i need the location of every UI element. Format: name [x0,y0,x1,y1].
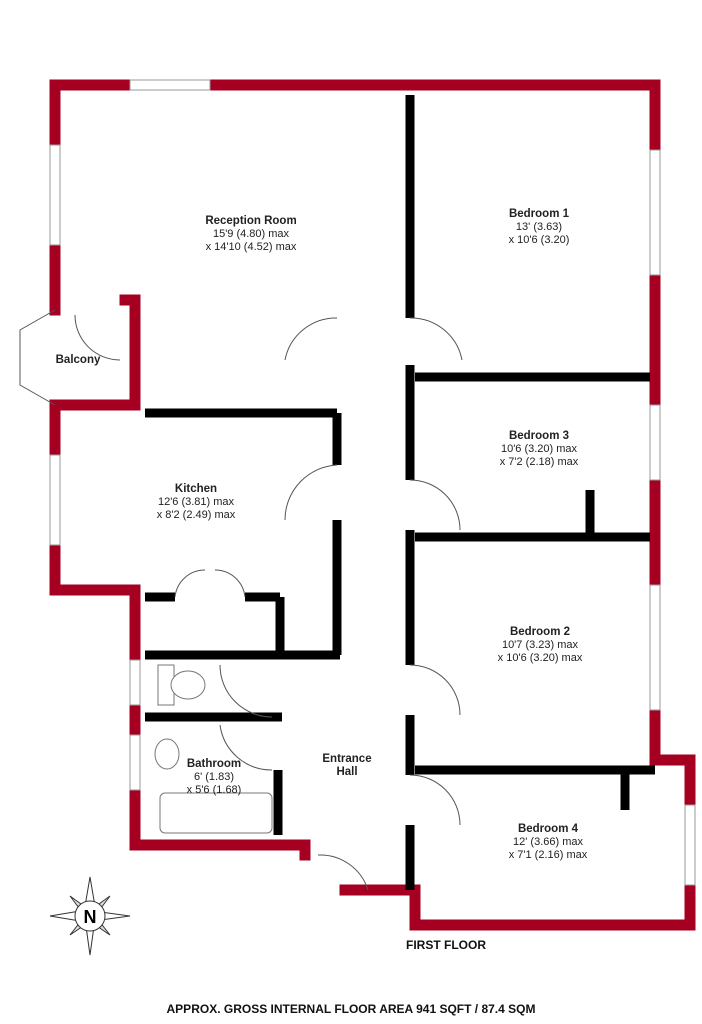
windows [49,79,696,886]
compass-label: N [84,907,97,927]
room-label-balcony: Balcony [55,354,101,366]
exterior-walls [49,79,696,931]
compass-rose: N [49,876,131,956]
room-label-entrance-hall: Entrance Hall [322,753,372,778]
floor-area-caption: APPROX. GROSS INTERNAL FLOOR AREA 941 SQ… [166,1002,536,1016]
interior-walls [145,95,655,890]
floor-label: FIRST FLOOR [406,938,486,952]
door-swings [19,309,463,891]
fixtures [154,664,273,834]
